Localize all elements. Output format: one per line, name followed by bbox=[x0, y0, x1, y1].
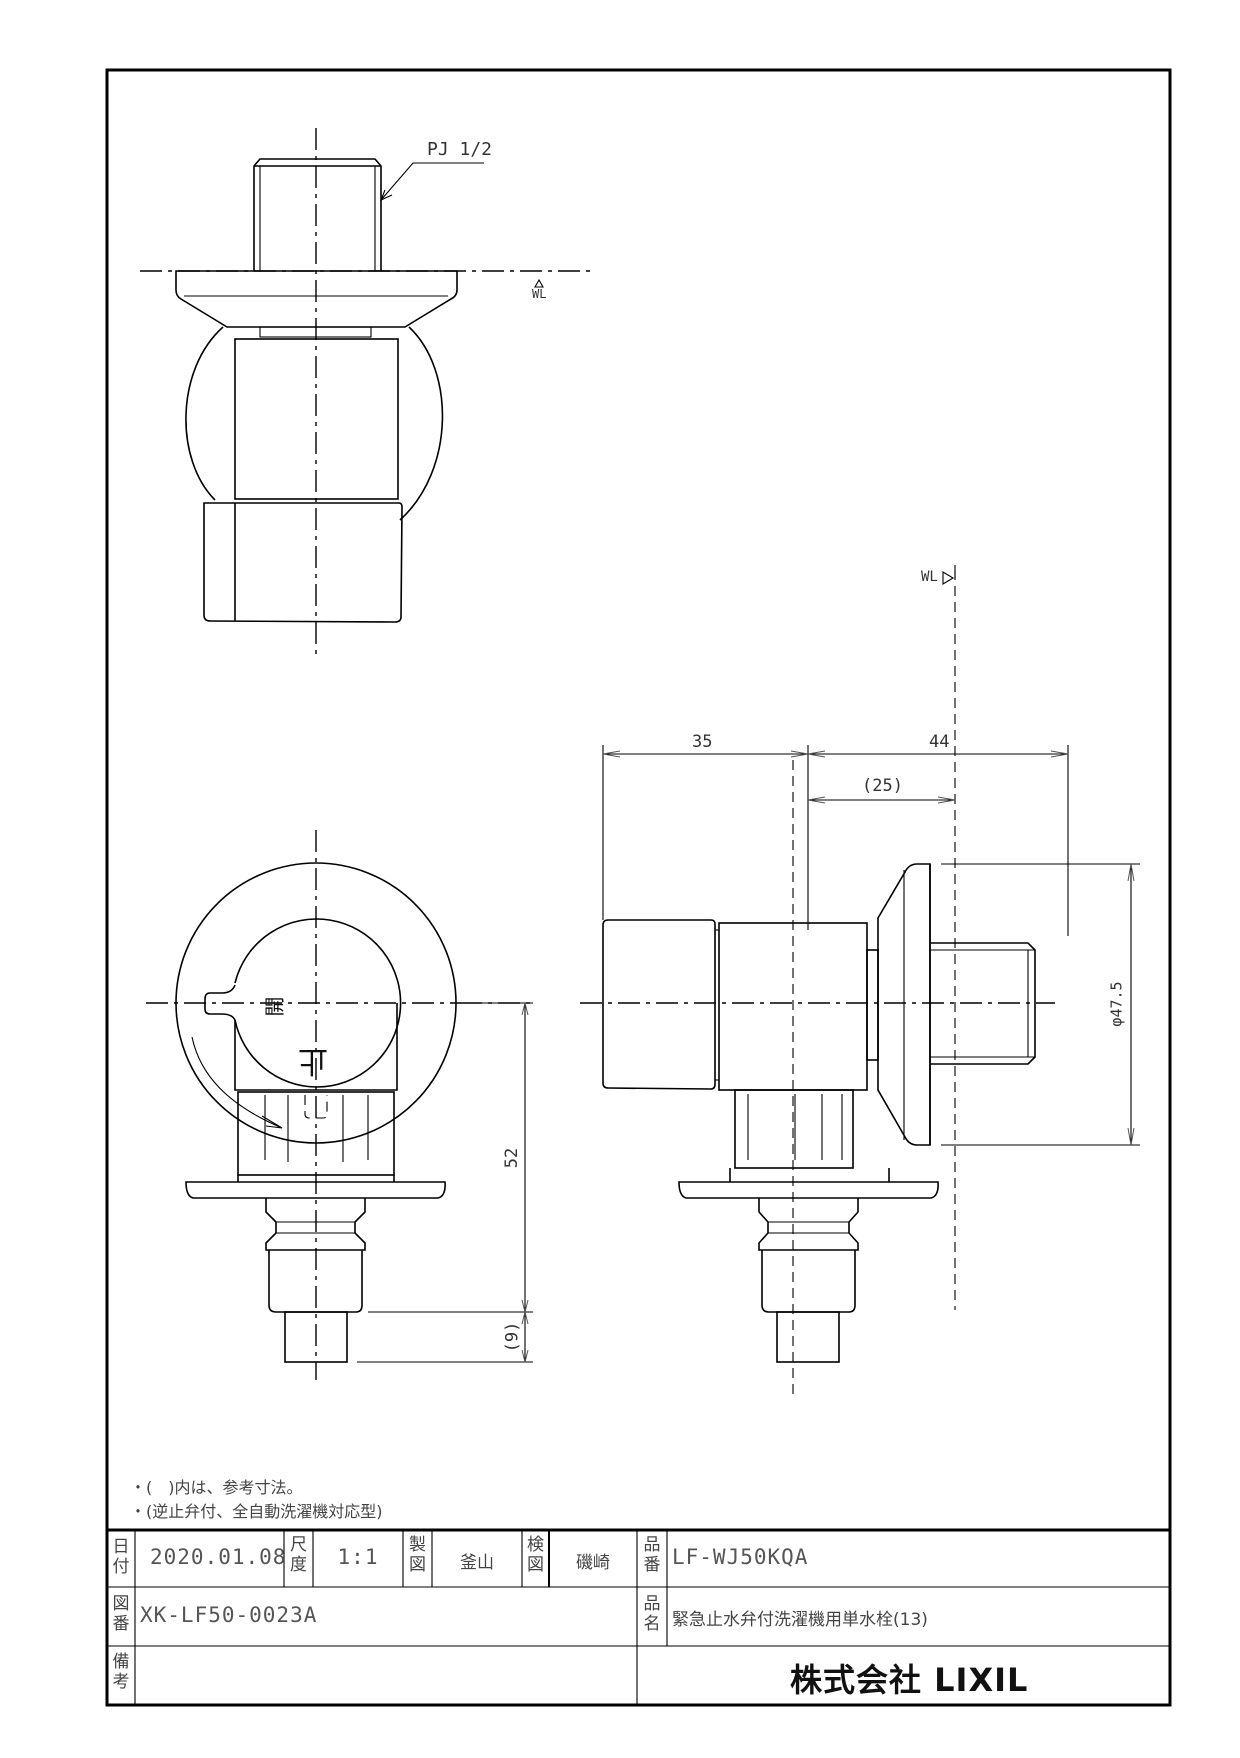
thread-callout: PJ 1/2 bbox=[427, 139, 493, 160]
water-level-marker-top: WL bbox=[532, 287, 547, 301]
date-label: 日付 bbox=[112, 1537, 130, 1577]
company-logo: 株式会社 LIXIL bbox=[790, 1661, 1029, 1699]
drawing-frame bbox=[105, 68, 1172, 1707]
part-number-value: LF-WJ50KQA bbox=[672, 1545, 809, 1569]
water-level-marker-side: WL bbox=[921, 569, 938, 585]
handle-open-mark: 開 bbox=[262, 996, 287, 1017]
drawing-number-value: XK-LF50-0023A bbox=[140, 1603, 318, 1627]
drawing-number-label: 図番 bbox=[112, 1594, 130, 1634]
dimension-phi-47-5: φ47.5 bbox=[1107, 981, 1126, 1027]
dimension-9: (9) bbox=[502, 1321, 523, 1353]
dimension-25: (25) bbox=[862, 776, 903, 796]
note-check-valve-type: ・(逆止弁付、全自動洗濯機対応型) bbox=[130, 1502, 383, 1521]
front-view bbox=[146, 830, 535, 1380]
title-block-lines bbox=[107, 1528, 1170, 1705]
dimension-44: 44 bbox=[929, 732, 950, 752]
drawn-by-value: 釜山 bbox=[460, 1553, 494, 1573]
dimension-35: 35 bbox=[692, 732, 713, 752]
product-name-value: 緊急止水弁付洗濯機用単水栓(13) bbox=[672, 1610, 928, 1630]
part-number-label: 品番 bbox=[643, 1535, 661, 1575]
remarks-label: 備考 bbox=[112, 1652, 130, 1692]
scale-label: 尺度 bbox=[290, 1535, 307, 1575]
product-name-label: 品名 bbox=[643, 1594, 661, 1634]
side-view bbox=[580, 565, 1140, 1395]
note-reference-dimensions: ・( )内は、参考寸法。 bbox=[130, 1478, 303, 1497]
dimension-52: 52 bbox=[502, 1147, 523, 1169]
handle-close-mark: 止 bbox=[298, 1043, 328, 1078]
drawn-by-label: 製図 bbox=[409, 1535, 426, 1575]
date-value: 2020.01.08 bbox=[150, 1545, 287, 1569]
checked-by-value: 磯崎 bbox=[576, 1553, 610, 1573]
top-view bbox=[140, 128, 595, 660]
scale-value: 1:1 bbox=[337, 1545, 379, 1569]
checked-by-label: 検図 bbox=[527, 1535, 544, 1575]
